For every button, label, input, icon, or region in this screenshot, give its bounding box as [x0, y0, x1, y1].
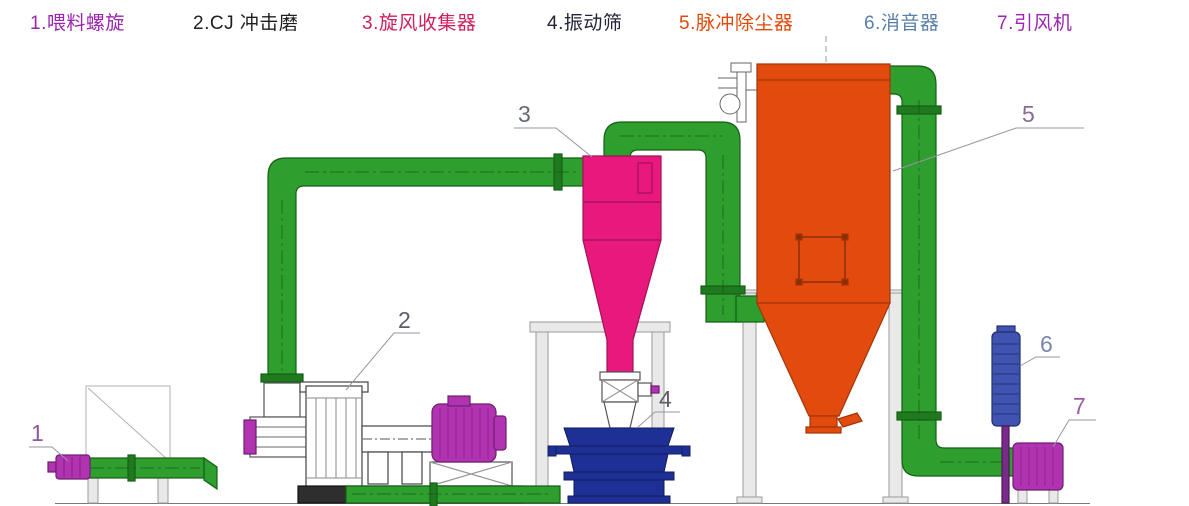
- mill-motor: [431, 395, 507, 463]
- pipe-cyclone-to-collector: [603, 121, 741, 323]
- fan: [1012, 442, 1064, 491]
- callout-numbers: 1 2 3 4 5 6 7: [31, 101, 1086, 446]
- collector-hopper: [756, 302, 891, 417]
- legend-item-muffler: 6.消音器: [864, 13, 940, 34]
- dust-collector: [756, 63, 891, 434]
- feeder-hopper-frame: [85, 385, 171, 463]
- collector-valve-handle: [837, 412, 863, 428]
- callout-impact-mill: 2: [398, 307, 411, 333]
- cyclone: [582, 155, 662, 373]
- cyclone-inlet-detail: [637, 162, 653, 194]
- legend-item-fan: 7.引风机: [997, 13, 1073, 34]
- feed-screw: [47, 454, 91, 480]
- vibrating-screen: [547, 427, 691, 504]
- valve-knob: [650, 385, 660, 394]
- legend-item-feed-screw: 1.喂料螺旋: [30, 13, 125, 34]
- callout-cyclone: 3: [518, 101, 531, 127]
- pipe-feeder-end: [203, 456, 218, 491]
- mill-screw-drive: [243, 419, 257, 455]
- valve-handle: [637, 382, 652, 397]
- discharge-flange: [599, 371, 641, 381]
- mill-body: [305, 385, 363, 489]
- collector-outlet: [809, 415, 838, 428]
- callout-fan: 7: [1073, 393, 1086, 419]
- callout-dust-collector: 5: [1022, 101, 1035, 127]
- callout-feed-screw: 1: [31, 420, 44, 446]
- collector-door: [798, 236, 846, 283]
- mill-inlet-box: [263, 382, 301, 418]
- pulse-valve-assembly: [718, 62, 757, 123]
- pipe-centerlines: [90, 100, 1008, 469]
- callout-leaders: [29, 127, 1096, 462]
- collector-body: [756, 63, 891, 304]
- muffler-stem: [1001, 425, 1010, 504]
- legend-item-dust-collector: 5.脉冲除尘器: [679, 13, 794, 34]
- impact-mill: [243, 381, 525, 504]
- legend-item-impact-mill: 2.CJ 冲击磨: [193, 13, 299, 34]
- cyclone-body: [582, 155, 662, 373]
- callout-muffler: 6: [1040, 331, 1053, 357]
- muffler: [991, 325, 1021, 504]
- legend-item-vibrating-screen: 4.振动筛: [547, 13, 623, 34]
- cyclone-discharge: [599, 371, 660, 429]
- legend-item-cyclone: 3.旋风收集器: [362, 13, 477, 34]
- callout-vibrating-screen: 4: [659, 386, 672, 412]
- pipe-flange: [260, 373, 304, 383]
- mill-bearing: [367, 451, 389, 485]
- screen-feed-funnel: [603, 401, 637, 429]
- mill-bearing: [401, 451, 423, 485]
- legend: 1.喂料螺旋 2.CJ 冲击磨 3.旋风收集器 4.振动筛 5.脉冲除尘器 6.…: [0, 8, 1189, 34]
